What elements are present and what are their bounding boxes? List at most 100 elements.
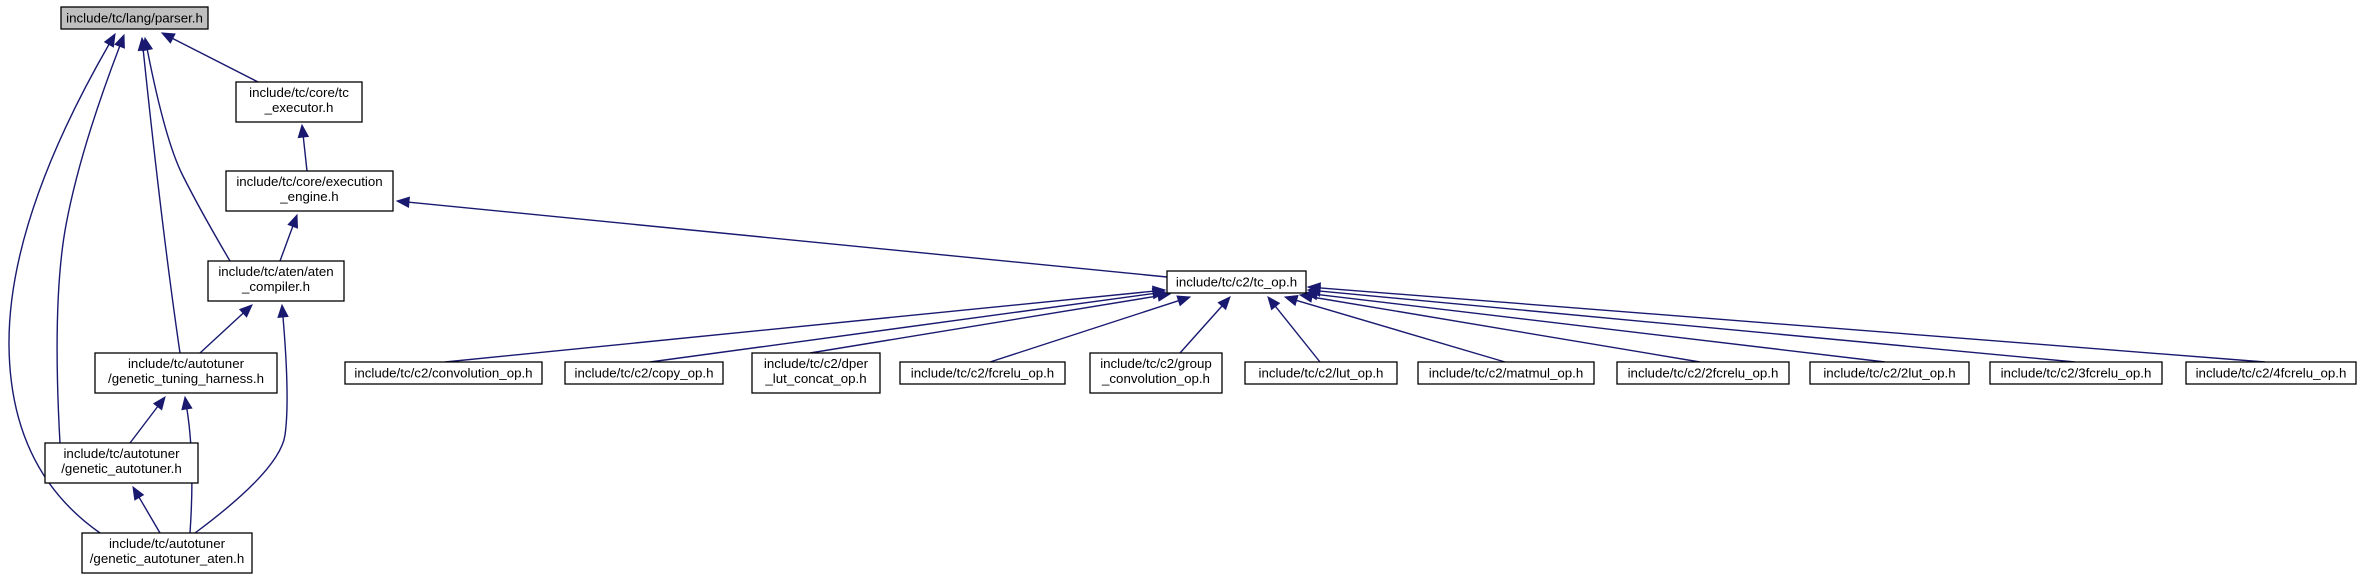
node-box[interactable] <box>1417 361 1595 385</box>
node-label: include/tc/c2/3fcrelu_op.h <box>2001 366 2152 381</box>
edge-aten_compiler-to-execution_engine <box>279 213 299 262</box>
node-fcrelu_op[interactable]: include/tc/c2/fcrelu_op.h <box>899 361 1066 385</box>
node-box[interactable] <box>207 260 345 302</box>
node-box[interactable] <box>235 81 363 123</box>
arrowhead-icon <box>103 32 116 48</box>
arrowhead-icon <box>238 304 253 318</box>
edge-genetic_autotuner_aten-to-parser <box>8 32 116 534</box>
edge-fcrelu_op-to-tc_op <box>989 295 1192 363</box>
node-label: include/tc/c2/tc_op.h <box>1176 275 1297 290</box>
node-box[interactable] <box>94 352 278 394</box>
node-box[interactable] <box>225 170 394 212</box>
node-dper_lut_concat_op[interactable]: include/tc/c2/dper_lut_concat_op.h <box>751 352 881 394</box>
arrowhead-icon <box>287 213 299 229</box>
node-convolution_op[interactable]: include/tc/c2/convolution_op.h <box>344 361 543 385</box>
node-copy_op[interactable]: include/tc/c2/copy_op.h <box>564 361 724 385</box>
node-box[interactable] <box>2185 361 2357 385</box>
edge-line <box>649 292 1154 363</box>
node-box[interactable] <box>1989 361 2163 385</box>
edge-line <box>199 312 244 354</box>
node-box[interactable] <box>1166 270 1307 294</box>
node-box[interactable] <box>899 361 1066 385</box>
node-label: _executor.h <box>264 100 334 115</box>
node-aten_compiler[interactable]: include/tc/aten/aten_compiler.h <box>207 260 345 302</box>
node-2lut_op[interactable]: include/tc/c2/2lut_op.h <box>1809 361 1970 385</box>
node-label: include/tc/c2/fcrelu_op.h <box>911 366 1054 381</box>
node-tc_executor[interactable]: include/tc/core/tc_executor.h <box>235 81 363 123</box>
node-label: _engine.h <box>279 189 338 204</box>
node-label: include/tc/autotuner <box>63 446 180 461</box>
arrowhead-icon <box>1283 295 1299 307</box>
node-label: /genetic_autotuner.h <box>61 461 182 476</box>
edge-group_convolution_op-to-tc_op <box>1179 296 1231 354</box>
arrowhead-icon <box>160 32 176 44</box>
node-box[interactable] <box>1089 352 1223 394</box>
node-box[interactable] <box>344 361 543 385</box>
edge-dper_lut_concat_op-to-tc_op <box>809 290 1172 354</box>
node-box[interactable] <box>1244 361 1398 385</box>
node-box[interactable] <box>44 442 199 484</box>
edge-4fcrelu_op-to-tc_op <box>1306 282 2266 363</box>
dependency-nodes: include/tc/lang/parser.h include/tc/core/… <box>44 6 2357 574</box>
node-execution_engine[interactable]: include/tc/core/execution_engine.h <box>225 170 394 212</box>
node-genetic_autotuner_aten[interactable]: include/tc/autotuner/genetic_autotuner_a… <box>81 532 253 574</box>
arrowhead-icon <box>132 485 145 501</box>
node-4fcrelu_op[interactable]: include/tc/c2/4fcrelu_op.h <box>2185 361 2357 385</box>
edge-tc_executor-to-parser <box>160 32 259 83</box>
node-box[interactable] <box>1616 361 1790 385</box>
edge-line <box>56 45 121 444</box>
edge-3fcrelu_op-to-tc_op <box>1306 285 2076 363</box>
node-label: include/tc/c2/4fcrelu_op.h <box>2196 366 2347 381</box>
edge-line <box>8 44 110 534</box>
node-label: include/tc/c2/group <box>1100 356 1212 371</box>
node-label: include/tc/aten/aten <box>218 264 333 279</box>
edge-line <box>1179 305 1223 354</box>
node-genetic_autotuner[interactable]: include/tc/autotuner/genetic_autotuner.h <box>44 442 199 484</box>
edge-line <box>172 37 259 83</box>
arrowhead-icon <box>297 123 310 139</box>
edge-line <box>279 226 294 262</box>
edge-line <box>194 316 288 534</box>
node-lut_op[interactable]: include/tc/c2/lut_op.h <box>1244 361 1398 385</box>
arrowhead-icon <box>1267 295 1281 311</box>
node-box[interactable] <box>564 361 724 385</box>
arrowhead-icon <box>137 36 149 52</box>
edge-line <box>146 49 231 262</box>
node-box[interactable] <box>60 6 209 30</box>
node-2fcrelu_op[interactable]: include/tc/c2/2fcrelu_op.h <box>1616 361 1790 385</box>
node-label: _compiler.h <box>241 279 310 294</box>
node-label: include/tc/c2/2fcrelu_op.h <box>1628 366 1779 381</box>
arrowhead-icon <box>277 303 289 318</box>
node-box[interactable] <box>751 352 881 394</box>
arrowhead-icon <box>181 395 193 411</box>
node-label: include/tc/autotuner <box>109 536 226 551</box>
edge-tc_op-to-execution_engine <box>395 196 1168 278</box>
arrowhead-icon <box>395 196 410 208</box>
edge-matmul_op-to-tc_op <box>1283 295 1506 363</box>
edge-line <box>129 406 159 444</box>
edge-execution_engine-to-tc_executor <box>297 123 310 172</box>
node-matmul_op[interactable]: include/tc/c2/matmul_op.h <box>1417 361 1595 385</box>
edge-genetic_tuning_harness-to-aten_compiler <box>199 304 253 354</box>
edge-line <box>1296 299 1506 363</box>
edge-genetic_autotuner_aten-to-genetic_autotuner <box>132 485 161 534</box>
node-label: include/tc/lang/parser.h <box>66 11 203 26</box>
node-group_convolution_op[interactable]: include/tc/c2/group_convolution_op.h <box>1089 352 1223 394</box>
edge-line <box>1319 287 2266 363</box>
node-box[interactable] <box>81 532 253 574</box>
edge-copy_op-to-tc_op <box>649 288 1167 363</box>
edge-line <box>1311 296 1701 363</box>
node-box[interactable] <box>1809 361 1970 385</box>
node-parser[interactable]: include/tc/lang/parser.h <box>60 6 209 30</box>
node-tc_op[interactable]: include/tc/c2/tc_op.h <box>1166 270 1307 294</box>
node-label: include/tc/c2/2lut_op.h <box>1823 366 1955 381</box>
node-genetic_tuning_harness[interactable]: include/tc/autotuner/genetic_tuning_harn… <box>94 352 278 394</box>
node-label: include/tc/core/tc <box>249 85 349 100</box>
node-3fcrelu_op[interactable]: include/tc/c2/3fcrelu_op.h <box>1989 361 2163 385</box>
dependency-edges <box>8 32 2266 534</box>
edge-line <box>809 295 1159 354</box>
edge-line <box>1316 293 1886 363</box>
node-label: _convolution_op.h <box>1101 371 1210 386</box>
edge-convolution_op-to-tc_op <box>444 285 1167 363</box>
